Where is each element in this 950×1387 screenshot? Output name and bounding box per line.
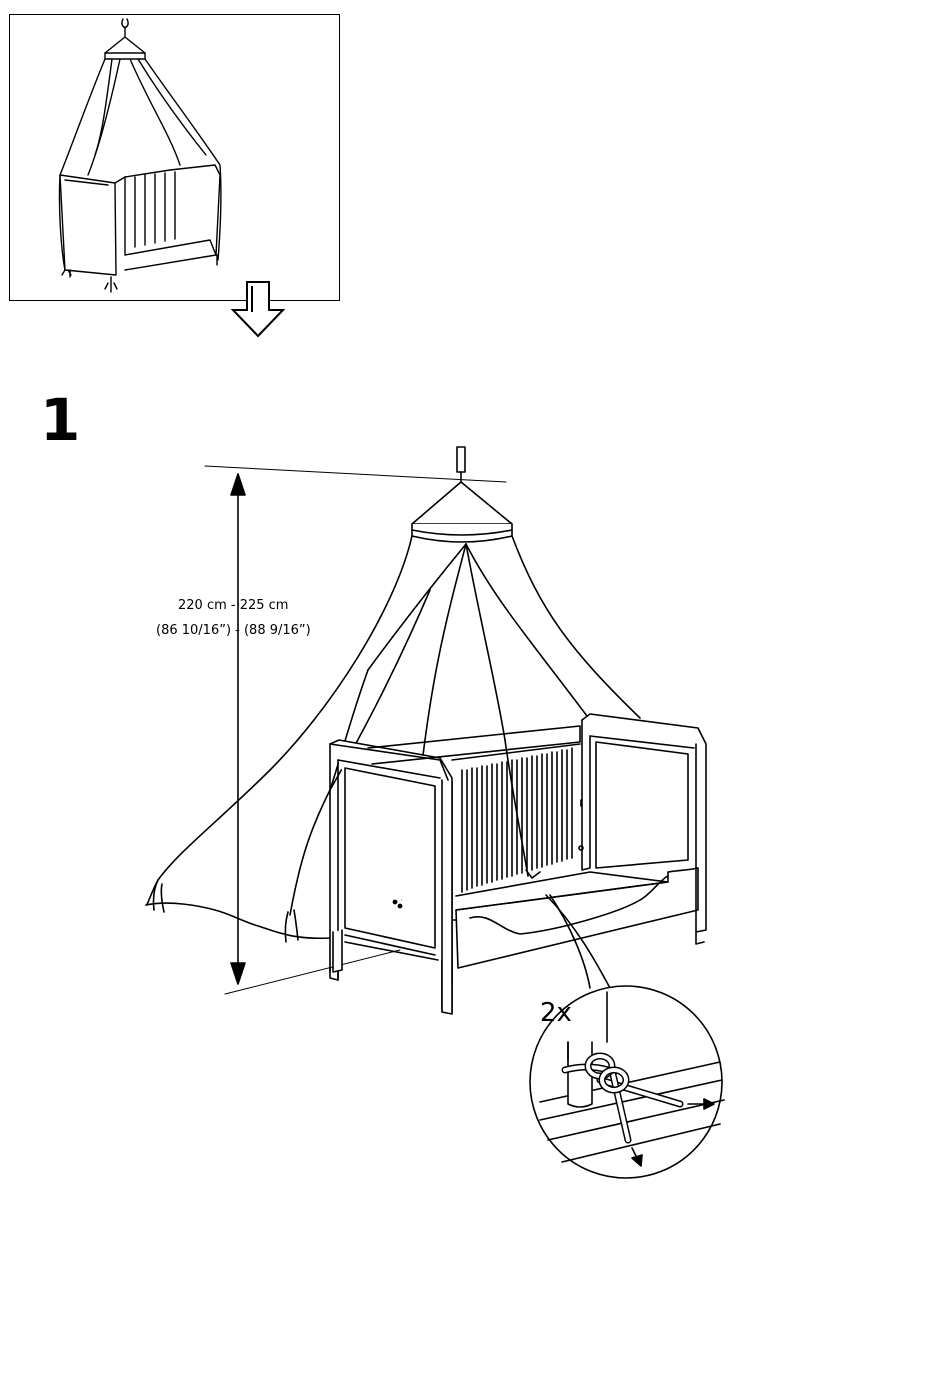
knot-quantity-label: 2x [540,998,572,1028]
